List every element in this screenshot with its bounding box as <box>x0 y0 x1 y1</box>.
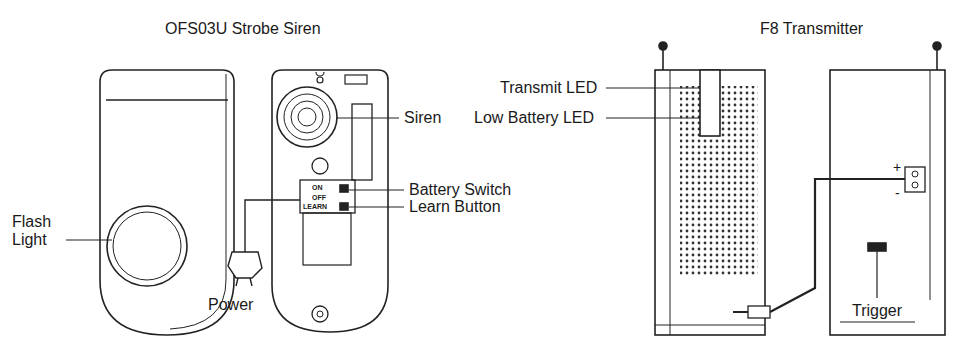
transmitter-front-part <box>670 70 671 335</box>
part-name: Siren <box>404 109 441 127</box>
power-adapter-part <box>245 200 300 252</box>
siren-back <box>272 70 388 332</box>
siren-front-part <box>106 99 228 101</box>
transmitter-back-part <box>930 70 931 300</box>
transmitter-back-part <box>733 311 748 313</box>
transmitter-back-part <box>936 48 938 70</box>
switch-marking: OFF <box>312 194 326 202</box>
transmitter-back-part <box>770 179 905 312</box>
switch-marking: LEARN <box>303 203 327 211</box>
siren-back-part <box>303 213 351 265</box>
transmitter-front <box>655 42 765 335</box>
transmitter-back <box>733 42 945 335</box>
part-name: Flash Light <box>12 213 64 249</box>
siren-front-part <box>100 70 234 335</box>
polarity-sign: - <box>895 186 900 200</box>
siren-back-part <box>272 70 388 332</box>
siren-front-part <box>113 212 181 280</box>
part-name: Learn Button <box>409 198 501 216</box>
part-name: Power <box>208 296 253 314</box>
leader-lines-part <box>336 117 399 118</box>
title-text: F8 Transmitter <box>760 20 863 38</box>
siren-back-part <box>352 104 372 180</box>
transmitter-front-part <box>655 325 765 326</box>
siren-back-part <box>298 108 316 126</box>
siren-back-part <box>284 94 330 140</box>
power-adapter-part <box>236 278 252 286</box>
leader-lines-part <box>349 189 404 190</box>
siren-back-part <box>277 87 337 147</box>
leader-lines-part <box>349 206 404 207</box>
transmitter-back-part <box>933 42 941 50</box>
transmitter-back-part <box>912 182 918 188</box>
power-adapter-part <box>228 252 262 278</box>
transmitter-back-part <box>905 167 925 192</box>
siren-back-part <box>317 311 323 317</box>
part-name: Transmit LED <box>500 79 597 97</box>
transmitter-front-part <box>662 48 664 70</box>
transmitter-back-part <box>868 243 886 251</box>
transmitter-back-part <box>912 171 918 177</box>
siren-front <box>100 70 234 335</box>
siren-back-part <box>300 180 355 213</box>
siren-back-part <box>340 185 348 192</box>
transmitter-back-part <box>840 321 915 322</box>
siren-back-part <box>316 72 324 76</box>
switch-marking: ON <box>312 184 323 192</box>
siren-back-part <box>291 101 323 133</box>
transmitter-front-part <box>659 42 667 50</box>
part-name: Low Battery LED <box>474 109 594 127</box>
title-text: OFS03U Strobe Siren <box>165 20 321 38</box>
transmitter-back-part <box>830 70 945 335</box>
siren-back-part <box>312 158 328 174</box>
transmitter-back-part <box>748 306 770 318</box>
siren-front-part <box>170 74 226 329</box>
siren-back-part <box>340 203 348 210</box>
transmitter-front-part <box>700 70 720 136</box>
leader-lines-part <box>66 239 112 240</box>
leader-lines-part <box>876 251 877 298</box>
part-name: Trigger <box>852 302 902 320</box>
siren-front-part <box>107 206 187 286</box>
siren-back-part <box>345 75 367 84</box>
siren-back-part <box>317 77 323 83</box>
transmitter-front-part <box>655 70 765 335</box>
polarity-sign: + <box>893 160 901 174</box>
power-adapter <box>228 200 300 286</box>
part-name: Battery Switch <box>409 181 511 199</box>
siren-back-part <box>312 306 328 322</box>
